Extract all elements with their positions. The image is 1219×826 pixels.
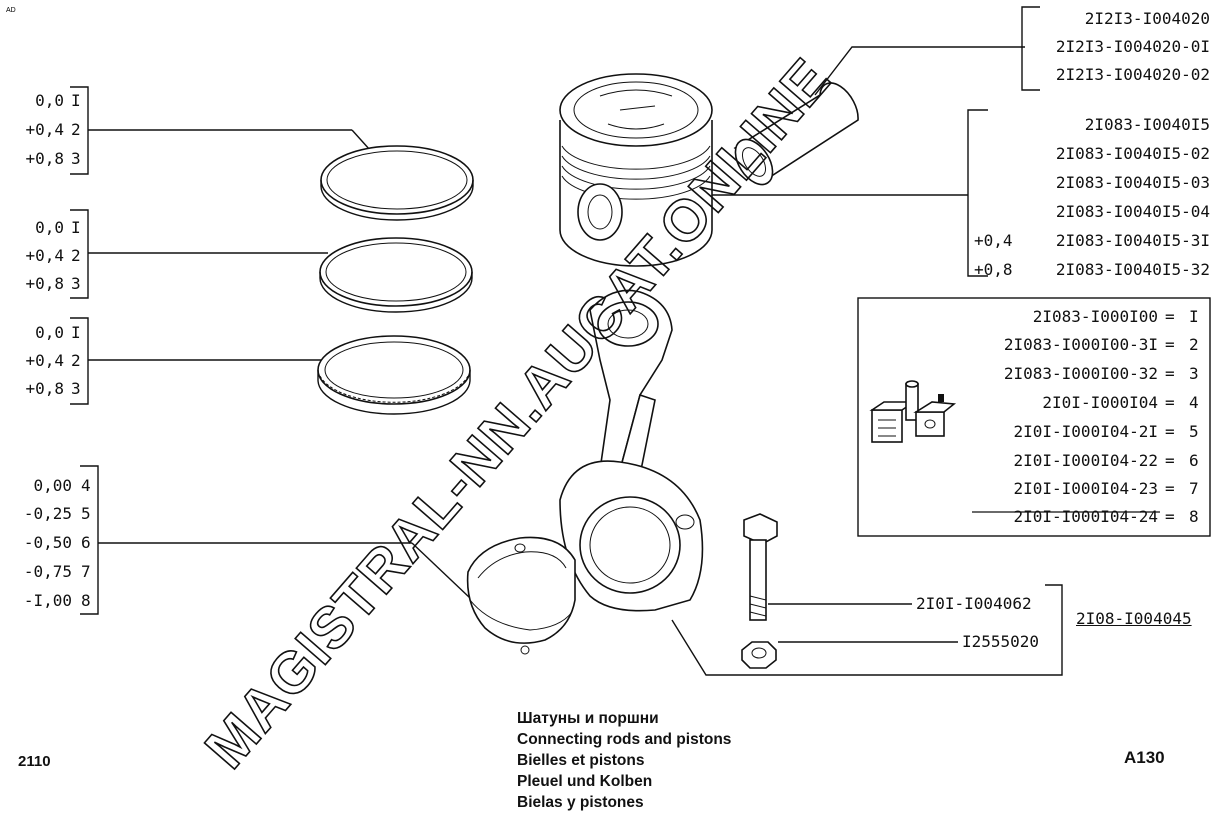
bearing-sizes-bracket [80,465,471,615]
ring1-size-0: 0,0 [35,91,64,110]
figure-code: A130 [1124,748,1165,767]
ring1-idx-0: I [71,91,81,110]
oil-scraper-ring [317,335,471,415]
kit-code-0: 2I083-I000I00 [1032,307,1158,326]
bearing-shells [466,536,576,655]
kit-idx-5: 6 [1189,451,1199,470]
kit-code-5: 2I0I-I000I04-22 [1013,451,1159,470]
piston-ring-1 [320,145,474,221]
bearing-idx-3: 7 [81,562,91,581]
pin-part-2: 2I2I3-I004020-02 [1055,65,1210,84]
rod-assembly-bracket [671,584,1063,676]
ring1-idx-1: 2 [71,120,81,139]
pin-part-0: 2I2I3-I004020 [1084,9,1210,28]
piston [559,73,713,267]
title-es: Bielas y pistones [517,794,644,811]
piston-part-3: 2I083-I0040I5-04 [1055,202,1210,221]
bearing-size-3: -0,75 [23,562,72,581]
ring3-idx-0: I [71,323,81,342]
rod-nut [741,641,777,669]
pin-leader [814,46,1025,96]
kit-idx-7: 8 [1189,507,1199,526]
nut-part-code: I2555020 [962,632,1040,651]
kit-idx-4: 5 [1189,422,1199,441]
ring3-idx-2: 3 [71,379,81,398]
rod-assembly-part-code: 2I08-I004045 [1076,609,1192,628]
piston-part-5: 2I083-I0040I5-32 [1055,260,1210,279]
kit-code-4: 2I0I-I000I04-2I [1013,422,1159,441]
kit-eq-0: = [1165,307,1175,326]
kit-code-1: 2I083-I000I00-3I [1003,335,1158,354]
kit-eq-6: = [1165,479,1175,498]
pin-part-1: 2I2I3-I004020-0I [1055,37,1210,56]
ring2-size-2: +0,8 [25,274,64,293]
rod-bolt [743,513,778,621]
title-fr: Bielles et pistons [517,752,645,769]
ring-group-1-bracket [70,86,371,175]
bearing-size-0: 0,00 [33,476,72,495]
corner-mark: AD [6,7,16,14]
piston-prefix-4: +0,4 [974,231,1013,250]
kit-eq-2: = [1165,364,1175,383]
bearing-size-4: -I,00 [23,591,72,610]
ring-group-3-bracket [70,317,322,405]
ring3-size-1: +0,4 [25,351,64,370]
bearing-idx-1: 5 [81,504,91,523]
bearing-idx-0: 4 [81,476,91,495]
ring2-idx-0: I [71,218,81,237]
kit-idx-6: 7 [1189,479,1199,498]
ring3-size-0: 0,0 [35,323,64,342]
piston-part-1: 2I083-I0040I5-02 [1055,144,1210,163]
piston-part-2: 2I083-I0040I5-03 [1055,173,1210,192]
kit-eq-3: = [1165,393,1175,412]
piston-part-4: 2I083-I0040I5-3I [1055,231,1210,250]
bearing-size-1: -0,25 [23,504,72,523]
ring1-idx-2: 3 [71,149,81,168]
ring-group-2-bracket [70,209,328,299]
ring1-size-1: +0,4 [25,120,64,139]
ring1-size-2: +0,8 [25,149,64,168]
piston-ring-2 [319,237,473,313]
connecting-rod [559,289,704,612]
bolt-part-code: 2I0I-I004062 [916,594,1032,613]
kit-code-6: 2I0I-I000I04-23 [1013,479,1159,498]
ring2-idx-1: 2 [71,246,81,265]
kit-idx-1: 2 [1189,335,1199,354]
piston-bracket [967,109,988,277]
bearing-size-2: -0,50 [23,533,72,552]
ring2-idx-2: 3 [71,274,81,293]
kit-code-7: 2I0I-I000I04-24 [1013,507,1159,526]
kit-eq-4: = [1165,422,1175,441]
bearing-idx-2: 6 [81,533,91,552]
kit-code-2: 2I083-I000I00-32 [1003,364,1158,383]
kit-idx-0: I [1189,307,1199,326]
ring2-size-0: 0,0 [35,218,64,237]
model-code: 2110 [18,753,51,770]
piston-prefix-5: +0,8 [974,260,1013,279]
kit-eq-5: = [1165,451,1175,470]
piston-pin [733,82,859,186]
title-de: Pleuel und Kolben [517,773,653,790]
ring3-idx-1: 2 [71,351,81,370]
bearing-idx-4: 8 [81,591,91,610]
kit-code-3: 2I0I-I000I04 [1042,393,1158,412]
kit-idx-2: 3 [1189,364,1199,383]
ring2-size-1: +0,4 [25,246,64,265]
kit-eq-1: = [1165,335,1175,354]
kit-idx-3: 4 [1189,393,1199,412]
title-ru: Шатуны и поршни [517,710,659,727]
title-en: Connecting rods and pistons [517,731,732,748]
kit-box-icon [869,380,957,443]
pin-bracket [1021,6,1040,91]
ring3-size-2: +0,8 [25,379,64,398]
kit-eq-7: = [1165,507,1175,526]
piston-part-0: 2I083-I0040I5 [1084,115,1210,134]
kit-table-frame [857,297,1211,537]
